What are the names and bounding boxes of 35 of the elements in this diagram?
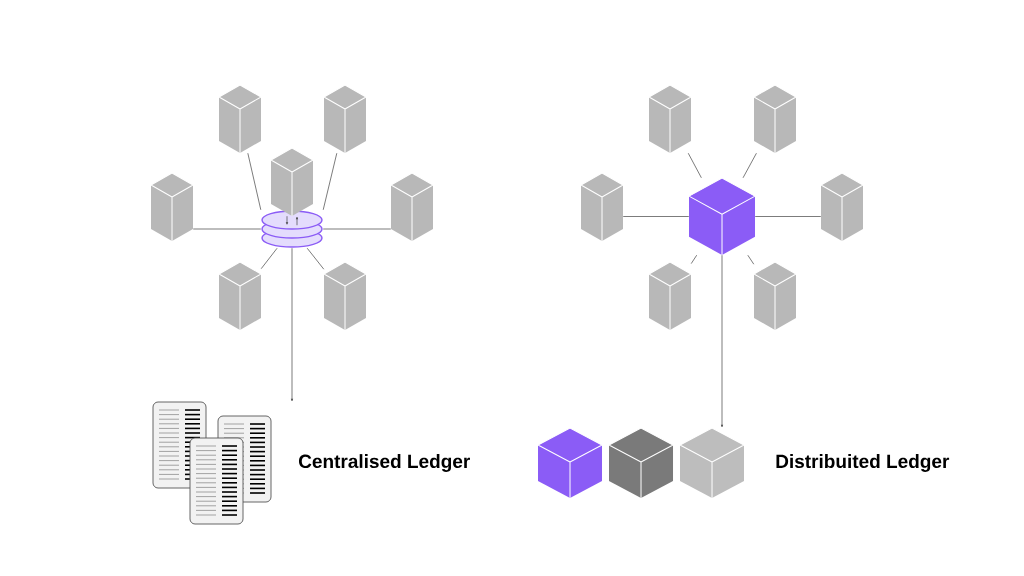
connector-line [290, 247, 294, 402]
server-drawing [270, 147, 314, 217]
server-drawing [390, 172, 434, 242]
database-drawing [261, 210, 323, 248]
server-drawing [648, 84, 692, 154]
documents-drawing [152, 401, 272, 525]
connector-line [720, 254, 724, 428]
connector-line [747, 254, 755, 265]
server-drawing [580, 172, 624, 242]
server-drawing [753, 84, 797, 154]
connector-line [192, 228, 262, 230]
connector-line [322, 152, 338, 211]
ledger-title: Centralised Ledger [299, 454, 470, 472]
server-drawing [753, 261, 797, 331]
connector-line [690, 254, 698, 264]
connector-line [247, 152, 262, 211]
connector-line [687, 152, 702, 179]
cubes-drawing [537, 427, 745, 499]
server-drawing [323, 84, 367, 154]
connector-line [260, 247, 278, 270]
connector-line [285, 215, 289, 225]
server-drawing [218, 84, 262, 154]
connector-line [306, 247, 325, 270]
ledger-title: Distribuited Ledger [776, 454, 950, 472]
connector-line [754, 216, 822, 217]
cube-drawing [688, 177, 756, 256]
server-drawing [218, 261, 262, 331]
server-drawing [820, 172, 864, 242]
server-drawing [150, 172, 194, 242]
connector-line [622, 216, 690, 217]
server-drawing [648, 261, 692, 331]
server-drawing [323, 261, 367, 331]
connector-line [295, 216, 299, 226]
connector-line [742, 152, 757, 179]
connector-line [322, 228, 392, 230]
